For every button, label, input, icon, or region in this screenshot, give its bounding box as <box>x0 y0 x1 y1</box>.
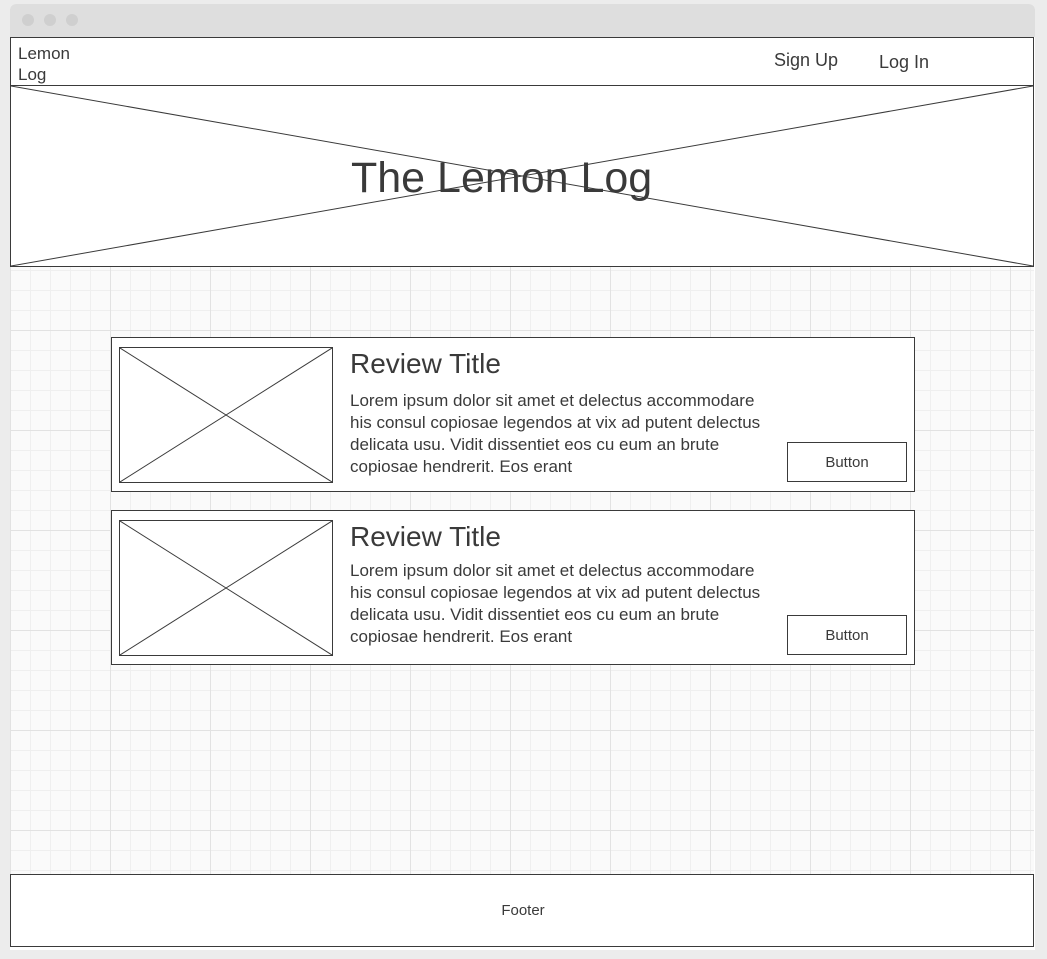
window-titlebar <box>10 4 1035 37</box>
hero-image-placeholder-icon <box>11 86 1033 266</box>
review-button[interactable]: Button <box>787 442 907 482</box>
window-minimize-dot[interactable] <box>44 14 56 26</box>
log-in-link[interactable]: Log In <box>879 52 930 72</box>
image-placeholder-icon <box>120 348 332 482</box>
review-body-text: Lorem ipsum dolor sit amet et delectus a… <box>350 561 761 646</box>
top-navbar: Lemon Log Sign Up Log In <box>10 37 1034 86</box>
page-footer: Footer <box>10 874 1034 947</box>
hero-banner: The Lemon Log <box>10 85 1034 267</box>
review-body-text: Lorem ipsum dolor sit amet et delectus a… <box>350 391 761 476</box>
window-zoom-dot[interactable] <box>66 14 78 26</box>
image-placeholder-icon <box>120 521 332 655</box>
review-title: Review Title <box>350 521 501 552</box>
review-card: Review Title Lorem ipsum dolor sit amet … <box>111 337 915 492</box>
review-image-placeholder <box>119 347 333 483</box>
review-image-placeholder <box>119 520 333 656</box>
review-button[interactable]: Button <box>787 615 907 655</box>
sign-up-link[interactable]: Sign Up <box>774 50 839 70</box>
brand-logo-text[interactable]: Lemon Log <box>18 44 70 84</box>
footer-label: Footer <box>501 902 545 919</box>
review-card: Review Title Lorem ipsum dolor sit amet … <box>111 510 915 665</box>
review-title: Review Title <box>350 348 501 379</box>
hero-title: The Lemon Log <box>351 154 653 202</box>
window-close-dot[interactable] <box>22 14 34 26</box>
